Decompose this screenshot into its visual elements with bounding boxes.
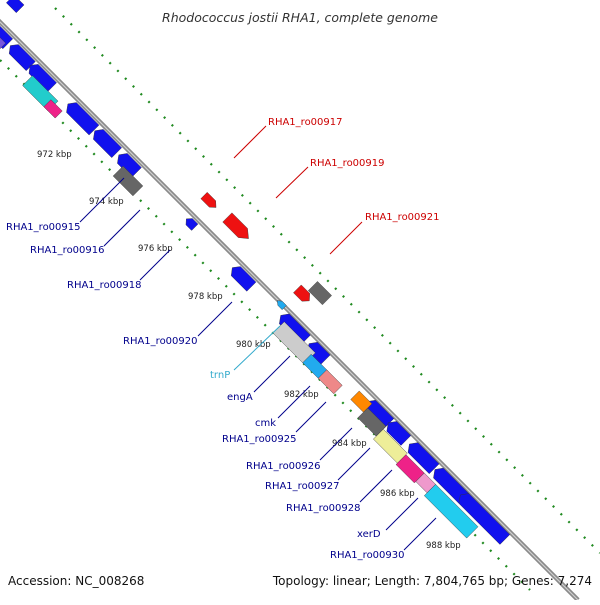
gene-label-ro00930[interactable]: RHA1_ro00930 xyxy=(330,550,405,561)
gene-label-ro00917[interactable]: RHA1_ro00917 xyxy=(268,117,343,128)
forward-connectors xyxy=(233,125,363,255)
connector-ro00928 xyxy=(359,469,393,503)
gene-blue-a[interactable] xyxy=(0,20,14,50)
gene-label-ro00918[interactable]: RHA1_ro00918 xyxy=(67,280,142,291)
tick-guides xyxy=(0,7,600,591)
connector-ro00930 xyxy=(403,517,437,551)
outer-tick-guide xyxy=(54,7,600,554)
tick-label: 974 kbp xyxy=(89,197,124,207)
gene-label-engA[interactable]: engA xyxy=(227,392,253,403)
gene-salmon[interactable] xyxy=(317,369,343,395)
gene-forward-blue-1[interactable] xyxy=(6,0,25,13)
tick-label: 972 kbp xyxy=(37,150,72,160)
gene-purple[interactable] xyxy=(0,31,6,51)
gene-ro00921[interactable] xyxy=(293,284,313,305)
gene-ro00919[interactable] xyxy=(222,212,253,243)
connector-ro00919 xyxy=(275,166,309,199)
connector-ro00915 xyxy=(79,177,125,223)
tick-label: 978 kbp xyxy=(188,292,223,302)
gene-ro00920[interactable] xyxy=(228,263,257,292)
gene-label-ro00926[interactable]: RHA1_ro00926 xyxy=(246,461,321,472)
connector-engA xyxy=(253,355,291,393)
connector-ro00916 xyxy=(103,209,141,247)
connector-ro00917 xyxy=(233,125,267,159)
tick-label: 986 kbp xyxy=(380,489,415,499)
gene-label-ro00920[interactable]: RHA1_ro00920 xyxy=(123,336,198,347)
tick-label: 976 kbp xyxy=(138,244,173,254)
connector-ro00926 xyxy=(319,427,353,461)
gene-label-ro00925[interactable]: RHA1_ro00925 xyxy=(222,434,297,445)
connector-ro00921 xyxy=(329,221,363,255)
inner-tick-guide xyxy=(0,59,531,591)
gene-forward-grey[interactable] xyxy=(308,281,332,306)
gene-label-trnP[interactable]: trnP xyxy=(210,370,230,381)
connector-xerD xyxy=(385,497,419,531)
gene-blue-l[interactable] xyxy=(430,465,470,504)
gene-label-cmk[interactable]: cmk xyxy=(255,418,276,429)
map-title: Rhodococcus jostii RHA1, complete genome xyxy=(162,10,438,25)
gene-label-ro00915[interactable]: RHA1_ro00915 xyxy=(6,222,81,233)
gene-label-ro00921[interactable]: RHA1_ro00921 xyxy=(365,212,440,223)
gene-blue-b[interactable] xyxy=(6,41,36,71)
reverse-genes xyxy=(0,20,511,545)
connector-trnP xyxy=(233,325,281,371)
connector-ro00920 xyxy=(197,301,233,337)
gene-blue-j[interactable] xyxy=(383,418,412,446)
connector-cmk xyxy=(277,385,311,419)
gene-trnP[interactable] xyxy=(275,298,287,310)
gene-cyan-3[interactable] xyxy=(423,484,479,539)
accession-label: Accession: NC_008268 xyxy=(8,574,144,588)
forward-gene-labels: RHA1_ro00917 RHA1_ro00919 RHA1_ro00921 xyxy=(268,117,440,223)
connector-ro00925 xyxy=(295,401,327,433)
connector-ro00918 xyxy=(139,249,171,281)
tick-label: 980 kbp xyxy=(236,340,271,350)
gene-label-ro00919[interactable]: RHA1_ro00919 xyxy=(310,158,385,169)
gene-label-ro00927[interactable]: RHA1_ro00927 xyxy=(265,481,340,492)
connector-ro00927 xyxy=(337,447,371,481)
gene-label-xerD[interactable]: xerD xyxy=(357,529,381,540)
gene-ro00918[interactable] xyxy=(183,216,199,231)
gene-label-ro00916[interactable]: RHA1_ro00916 xyxy=(30,245,105,256)
gene-magenta-1[interactable] xyxy=(43,99,63,119)
gene-blue-e[interactable] xyxy=(90,126,122,158)
tick-label: 988 kbp xyxy=(426,541,461,551)
tick-label: 984 kbp xyxy=(332,439,367,449)
rna-gene-labels: trnP xyxy=(210,370,230,381)
gene-track xyxy=(0,0,511,545)
gene-blue-d[interactable] xyxy=(63,99,100,136)
genome-summary: Topology: linear; Length: 7,804,765 bp; … xyxy=(272,574,592,588)
gene-label-ro00928[interactable]: RHA1_ro00928 xyxy=(286,503,361,514)
forward-genes xyxy=(6,0,332,306)
gene-ro00917[interactable] xyxy=(200,192,219,210)
reverse-gene-labels: RHA1_ro00915 RHA1_ro00916 RHA1_ro00918 R… xyxy=(6,222,405,561)
gene-blue-k[interactable] xyxy=(404,439,440,475)
gene-blue-m[interactable] xyxy=(455,490,511,545)
reverse-connectors xyxy=(79,177,437,551)
gene-grey-2[interactable] xyxy=(112,165,144,197)
